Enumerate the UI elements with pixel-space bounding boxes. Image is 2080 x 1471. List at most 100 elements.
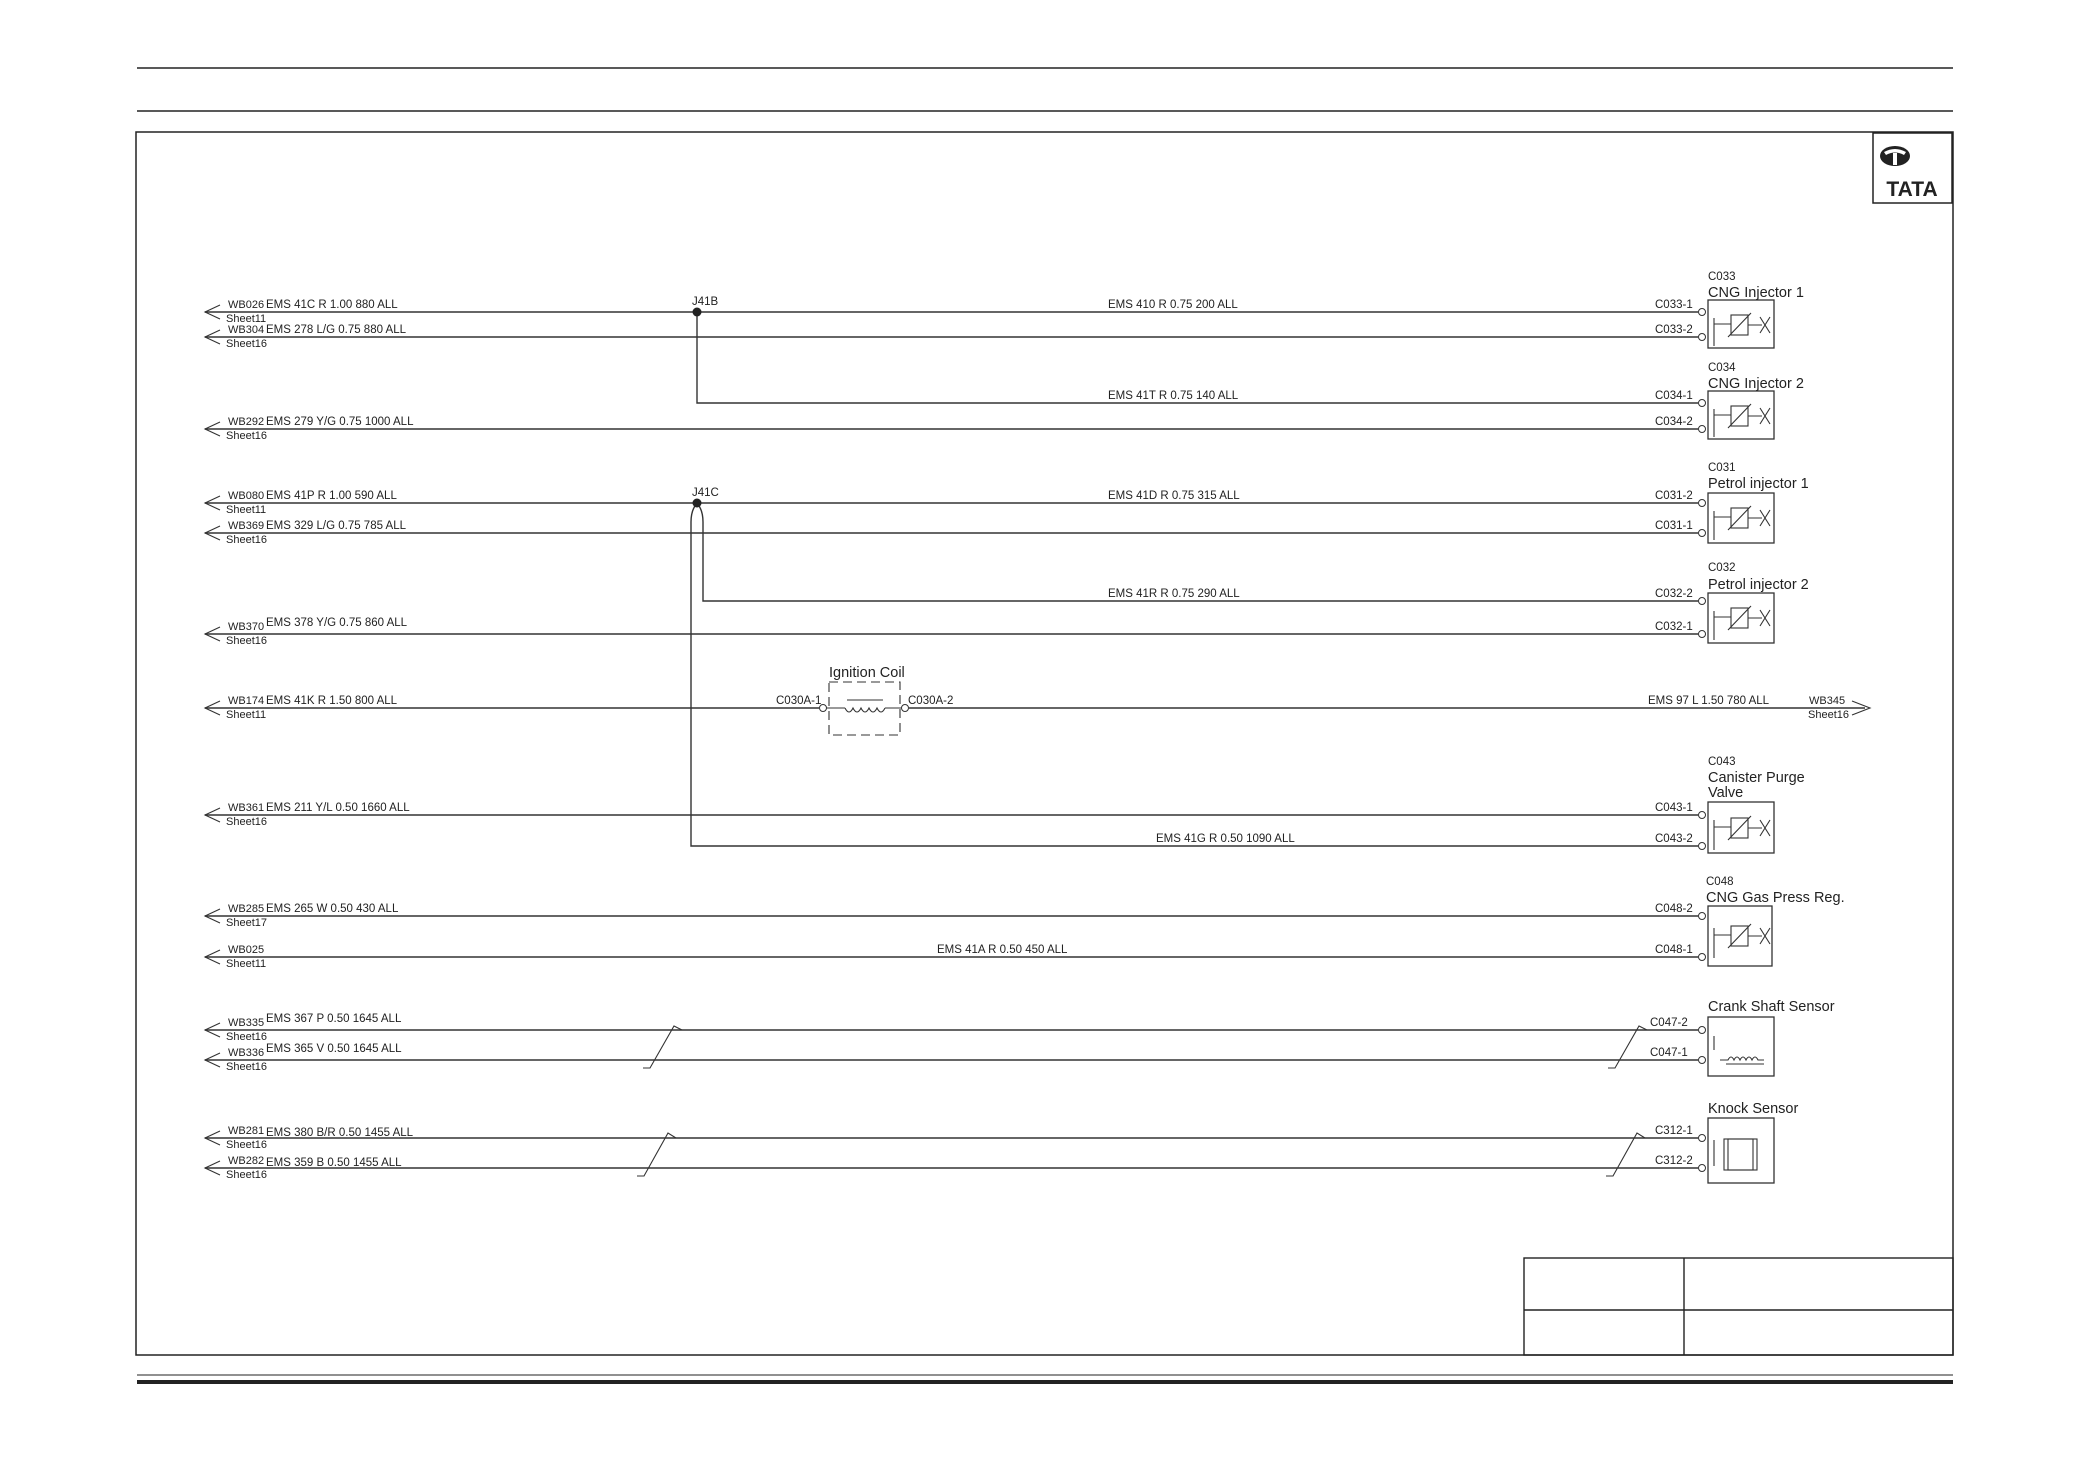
wires-label-label: EMS 359 B 0.50 1455 ALL — [266, 1157, 402, 1169]
inductive-sensor-icon — [1713, 1036, 1764, 1065]
wires-label-label: EMS 41C R 1.00 880 ALL — [266, 299, 398, 311]
components-name2-label: Valve — [1708, 785, 1743, 801]
component-petrol-injector-2: C032 Petrol injector 2 — [1707, 562, 1809, 644]
wire-wb281: WB281 Sheet16 EMS 380 B/R 0.50 1455 ALL … — [203, 1125, 1698, 1151]
wires-right-label-label: EMS 41D R 0.75 315 ALL — [1108, 490, 1240, 502]
components-code-label: C043 — [1708, 756, 1736, 768]
wires-pin-label: C032-2 — [1655, 588, 1693, 600]
components-name-label: Knock Sensor — [1708, 1101, 1798, 1117]
wires-pin-label: C047-1 — [1650, 1047, 1688, 1059]
wires-from-sheet-label: Sheet16 — [226, 430, 267, 442]
wires-right-label-label: EMS 41R R 0.75 290 ALL — [1108, 588, 1240, 600]
components-name-label: Petrol injector 2 — [1708, 577, 1809, 593]
wire-wb335: WB335 Sheet16 EMS 367 P 0.50 1645 ALL C0… — [203, 1013, 1698, 1043]
injector-icon — [1713, 403, 1771, 437]
wires-pin-label: C034-1 — [1655, 390, 1693, 402]
wires-from-ref-label: WB370 — [228, 621, 264, 633]
wires-from-ref-label: WB335 — [228, 1017, 264, 1029]
wires-pin-label: C312-2 — [1655, 1155, 1693, 1167]
ignition-coil-pin-left-label: C030A-1 — [776, 695, 821, 707]
wires-from-sheet-label: Sheet11 — [226, 313, 266, 325]
component-ignition-coil: Ignition Coil C030A-1 C030A-2 — [776, 665, 953, 736]
outgoing-connector-wb345: WB345 Sheet16 — [1808, 695, 1872, 721]
wires-label-label: EMS 279 Y/G 0.75 1000 ALL — [266, 416, 414, 428]
wires-right-label-label: EMS 410 R 0.75 200 ALL — [1108, 299, 1238, 311]
title-block — [1523, 1257, 1954, 1356]
splices-label-label: J41C — [692, 487, 719, 499]
logo-text: TATA — [1886, 178, 1937, 201]
components-name-label: CNG Injector 1 — [1708, 285, 1804, 301]
component-cng-injector-2: C034 CNG Injector 2 — [1707, 362, 1804, 440]
wires-from-sheet-label: Sheet17 — [226, 917, 267, 929]
wires-pin-label: C043-2 — [1655, 833, 1693, 845]
wires-pin-label: C312-1 — [1655, 1125, 1693, 1137]
wire-wb080: WB080 Sheet11 EMS 41P R 1.00 590 ALL EMS… — [203, 490, 1698, 516]
wire-41t: EMS 41T R 0.75 140 ALL C034-1 — [696, 312, 1698, 404]
coil-icon — [826, 699, 902, 713]
wire-wb369: WB369 Sheet16 EMS 329 L/G 0.75 785 ALL C… — [203, 520, 1698, 546]
wires-right-label-label: EMS 41A R 0.50 450 ALL — [937, 944, 1068, 956]
wires-pin-label: C048-2 — [1655, 903, 1693, 915]
splices-label-label: J41B — [692, 296, 719, 308]
wires-label-label: EMS 329 L/G 0.75 785 ALL — [266, 520, 407, 532]
wires-pin-label: C048-1 — [1655, 944, 1693, 956]
wires-from-ref-label: WB361 — [228, 802, 264, 814]
components-code-label: C032 — [1708, 562, 1736, 574]
wires-label-label: EMS 367 P 0.50 1645 ALL — [266, 1013, 402, 1025]
wires-pin-label: C047-2 — [1650, 1017, 1688, 1029]
components-code-label: C033 — [1708, 271, 1736, 283]
wire-wb361: WB361 Sheet16 EMS 211 Y/L 0.50 1660 ALL … — [203, 802, 1698, 828]
wire-wb174: WB174 Sheet11 EMS 41K R 1.50 800 ALL EMS… — [203, 695, 1865, 721]
wires-from-ref-label: WB174 — [228, 695, 264, 707]
wires-from-sheet-label: Sheet16 — [226, 1061, 267, 1073]
wires-from-ref-label: WB304 — [228, 324, 264, 336]
wires-from-ref-label: WB025 — [228, 944, 264, 956]
injector-icon — [1713, 312, 1771, 346]
wires-right-label-label: EMS 41T R 0.75 140 ALL — [1108, 390, 1239, 402]
pin-terminals — [819, 308, 1706, 1172]
solenoid-valve-icon — [1713, 923, 1771, 958]
twisted-pair-mark — [643, 1025, 1648, 1069]
outgoing-ref-label: WB345 — [1809, 695, 1845, 707]
wires-from-sheet-label: Sheet11 — [226, 958, 266, 970]
drawing-frame — [135, 131, 1954, 1356]
components-name-label: CNG Injector 2 — [1708, 376, 1804, 392]
wire-wb282: WB282 Sheet16 EMS 359 B 0.50 1455 ALL C3… — [203, 1155, 1698, 1181]
splice-j41b: J41B — [692, 296, 719, 317]
component-cng-injector-1: C033 CNG Injector 1 — [1707, 271, 1804, 349]
wires-pin-label: C032-1 — [1655, 621, 1693, 633]
wires-from-sheet-label: Sheet16 — [226, 1031, 267, 1043]
wire-wb304: WB304 Sheet16 EMS 278 L/G 0.75 880 ALL C… — [203, 324, 1698, 350]
wires-from-ref-label: WB336 — [228, 1047, 264, 1059]
components-name-label: Crank Shaft Sensor — [1708, 999, 1835, 1015]
wires-label-label: EMS 211 Y/L 0.50 1660 ALL — [266, 802, 410, 814]
piezo-sensor-icon — [1713, 1138, 1758, 1171]
splice-j41c: J41C — [692, 487, 719, 508]
wires-from-ref-label: WB281 — [228, 1125, 264, 1137]
ignition-coil-pin-right-label: C030A-2 — [908, 695, 953, 707]
component-canister-purge-valve: C043 Canister Purge Valve — [1707, 756, 1805, 854]
components-name-label: Petrol injector 1 — [1708, 476, 1809, 492]
wires-from-ref-label: WB026 — [228, 299, 264, 311]
wires-from-sheet-label: Sheet16 — [226, 816, 267, 828]
wire-wb026: WB026 Sheet11 EMS 41C R 1.00 880 ALL EMS… — [203, 299, 1698, 325]
wire-41g: EMS 41G R 0.50 1090 ALL C043-2 — [690, 502, 1698, 847]
wire-wb336: WB336 Sheet16 EMS 365 V 0.50 1645 ALL C0… — [203, 1043, 1698, 1073]
component-crank-shaft-sensor: Crank Shaft Sensor — [1707, 999, 1835, 1077]
tata-logo-icon: TATA — [1872, 132, 1953, 204]
wires-from-ref-label: WB369 — [228, 520, 264, 532]
component-cng-gas-press-reg: C048 CNG Gas Press Reg. — [1706, 876, 1845, 967]
components-code-label: C048 — [1706, 876, 1734, 888]
wires-pin-label: C031-1 — [1655, 520, 1693, 532]
outgoing-sheet-label: Sheet16 — [1808, 709, 1849, 721]
component-knock-sensor: Knock Sensor — [1707, 1101, 1798, 1184]
wire-wb025: WB025 Sheet11 EMS 41A R 0.50 450 ALL C04… — [203, 944, 1698, 970]
wires-label-label: EMS 380 B/R 0.50 1455 ALL — [266, 1127, 414, 1139]
twisted-pair-mark — [637, 1132, 1646, 1177]
wires-from-ref-label: WB282 — [228, 1155, 264, 1167]
solenoid-valve-icon — [1713, 815, 1771, 850]
components-name-label: Canister Purge — [1708, 770, 1805, 786]
components-name-label: CNG Gas Press Reg. — [1706, 890, 1845, 906]
ignition-coil-name-label: Ignition Coil — [829, 665, 905, 681]
